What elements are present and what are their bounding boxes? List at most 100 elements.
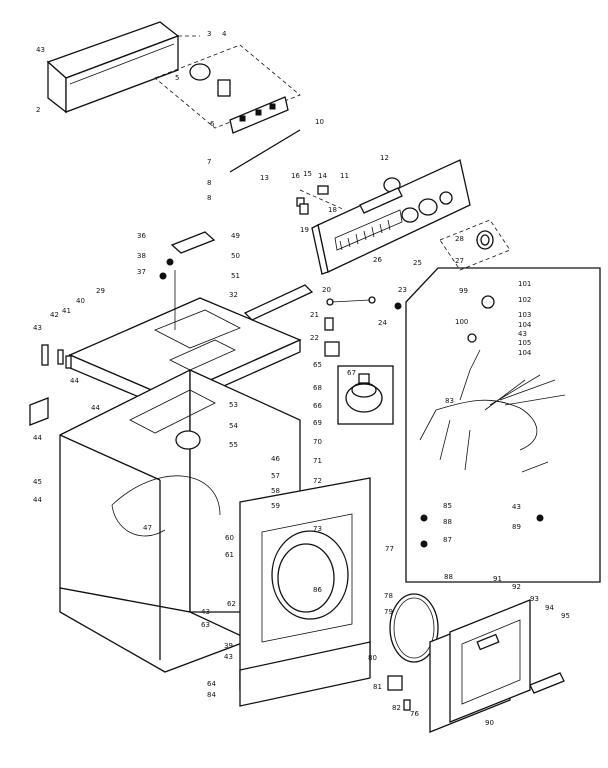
part-callout-40: 40 <box>76 297 85 305</box>
part-callout-67: 67 <box>347 369 356 377</box>
part-callout-44: 44 <box>33 496 42 504</box>
part-callout-43: 43 <box>33 324 42 332</box>
part-callout-94: 94 <box>545 604 554 612</box>
part-callout-87: 87 <box>443 536 452 544</box>
part-callout-4: 4 <box>222 30 227 38</box>
control-panel <box>311 159 471 275</box>
knob <box>439 219 511 271</box>
console-back-panel <box>46 21 200 114</box>
part-callout-46: 46 <box>271 455 280 463</box>
part-callout-37: 37 <box>137 268 146 276</box>
part-callout-82: 82 <box>392 704 401 712</box>
part-callout-88: 88 <box>444 573 453 581</box>
cabinet <box>59 368 301 673</box>
part-callout-8: 8 <box>207 194 211 202</box>
part-callout-86: 86 <box>313 586 322 594</box>
part-callout-92: 92 <box>512 583 521 591</box>
part-callout-64: 64 <box>207 680 216 688</box>
part-callout-36: 36 <box>137 232 146 240</box>
part-callout-19: 19 <box>300 226 309 234</box>
part-callout-72: 72 <box>313 477 322 485</box>
part-callout-79: 79 <box>384 608 393 616</box>
part-callout-70: 70 <box>313 438 322 446</box>
part-callout-105: 105 <box>518 339 531 347</box>
part-callout-59: 59 <box>271 502 280 510</box>
motor-assembly <box>337 365 394 425</box>
part-callout-44: 44 <box>70 377 79 385</box>
part-callout-101: 101 <box>518 280 531 288</box>
part-callout-5: 5 <box>175 74 179 82</box>
part-callout-13: 13 <box>260 174 269 182</box>
part-callout-49: 49 <box>231 232 240 240</box>
part-callout-85: 85 <box>443 502 452 510</box>
part-callout-68: 68 <box>313 384 322 392</box>
part-callout-44: 44 <box>33 434 42 442</box>
part-callout-104: 104 <box>518 321 532 329</box>
part-callout-61: 61 <box>225 551 234 559</box>
front-panel <box>239 477 371 707</box>
timer-bracket <box>154 44 301 134</box>
part-callout-24: 24 <box>378 319 387 327</box>
part-callout-16: 16 <box>291 172 300 180</box>
part-callout-14: 14 <box>318 172 327 180</box>
wiring-harness <box>405 267 601 583</box>
part-callout-15: 15 <box>303 170 312 178</box>
part-callout-95: 95 <box>561 612 570 620</box>
part-callout-2: 2 <box>36 106 40 114</box>
part-callout-65: 65 <box>313 361 322 369</box>
door-gasket <box>389 593 439 663</box>
part-callout-93: 93 <box>530 595 539 603</box>
hose-parts <box>324 296 402 357</box>
part-callout-50: 50 <box>231 252 240 260</box>
part-callout-66: 66 <box>313 402 322 410</box>
part-callout-53: 53 <box>229 401 238 409</box>
part-callout-41: 41 <box>62 307 71 315</box>
part-callout-69: 69 <box>313 419 322 427</box>
part-callout-47: 47 <box>143 524 152 532</box>
part-callout-102: 102 <box>518 296 531 304</box>
part-callout-3: 3 <box>207 30 211 38</box>
part-callout-43: 43 <box>518 330 527 338</box>
part-callout-42: 42 <box>50 311 59 319</box>
part-callout-20: 20 <box>322 286 331 294</box>
part-callout-7: 7 <box>207 158 211 166</box>
part-callout-76: 76 <box>410 710 419 718</box>
part-callout-80: 80 <box>368 654 377 662</box>
part-callout-51: 51 <box>231 272 240 280</box>
part-callout-104: 104 <box>518 349 532 357</box>
part-callout-43: 43 <box>512 503 521 511</box>
left-small-parts <box>29 344 72 426</box>
part-callout-21: 21 <box>310 311 319 319</box>
part-callout-99: 99 <box>459 287 468 295</box>
part-callout-6: 6 <box>210 120 215 128</box>
door <box>429 599 565 733</box>
part-callout-11: 11 <box>340 172 349 180</box>
part-callout-88: 88 <box>443 518 452 526</box>
part-callout-25: 25 <box>413 259 422 267</box>
part-callout-43: 43 <box>201 608 210 616</box>
part-callout-43: 43 <box>224 653 233 661</box>
part-callout-78: 78 <box>384 592 393 600</box>
part-callout-38: 38 <box>137 252 146 260</box>
part-callout-18: 18 <box>328 206 337 214</box>
part-callout-58: 58 <box>271 487 280 495</box>
part-callout-55: 55 <box>229 441 238 449</box>
part-callout-54: 54 <box>229 422 238 430</box>
part-callout-12: 12 <box>380 154 389 162</box>
latch-parts <box>387 675 411 711</box>
switch-parts <box>296 185 346 215</box>
part-callout-84: 84 <box>207 691 216 699</box>
part-callout-8: 8 <box>207 179 211 187</box>
part-callout-90: 90 <box>485 719 494 727</box>
part-callout-81: 81 <box>373 683 382 691</box>
part-callout-23: 23 <box>398 286 407 294</box>
part-callout-91: 91 <box>493 575 502 583</box>
part-callout-43: 43 <box>36 46 45 54</box>
part-callout-63: 63 <box>201 621 210 629</box>
part-callout-89: 89 <box>512 523 521 531</box>
part-callout-27: 27 <box>455 257 464 265</box>
lid-hinge <box>159 231 216 330</box>
part-callout-32: 32 <box>229 291 238 299</box>
